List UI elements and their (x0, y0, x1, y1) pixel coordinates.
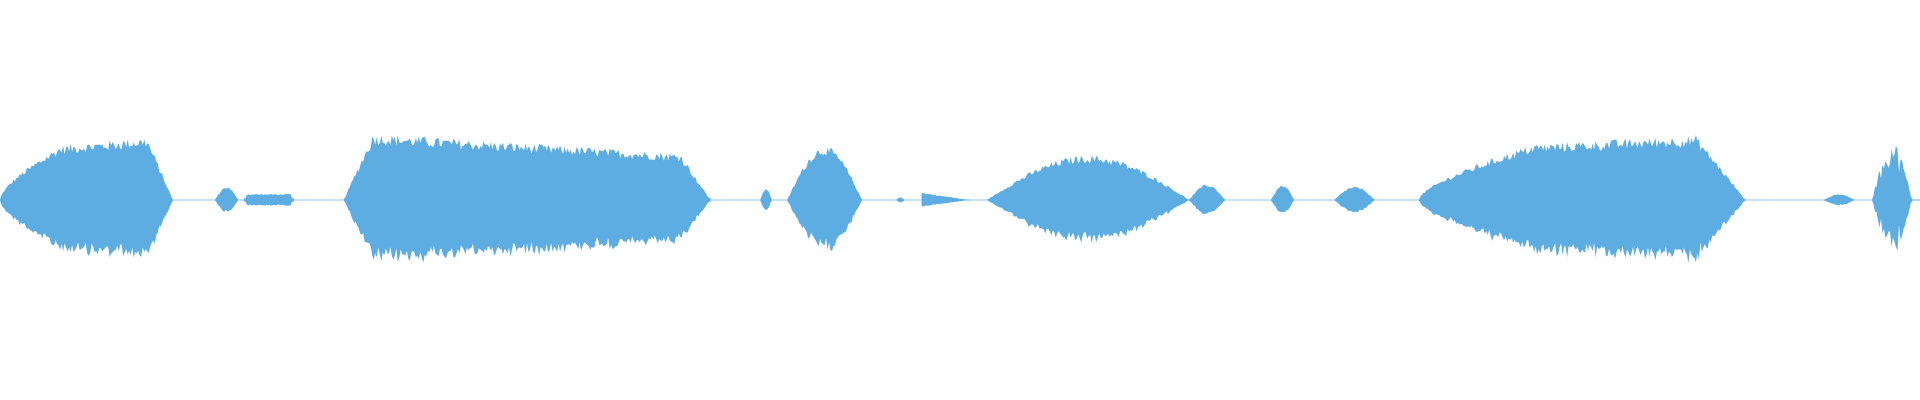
waveform-segment (1334, 187, 1375, 213)
waveform-segment (921, 193, 970, 207)
waveform-segment (343, 135, 711, 263)
waveform-segment (896, 197, 905, 203)
waveform-segment (243, 194, 294, 206)
waveform-segment (0, 139, 173, 258)
waveform-segment (1418, 135, 1746, 264)
waveform-segment (1271, 185, 1295, 213)
waveform-segment (215, 187, 239, 212)
waveform-segment (986, 155, 1225, 243)
waveform-segments (0, 135, 1920, 264)
waveform-segment (1872, 145, 1920, 251)
waveform-segment (760, 189, 772, 211)
waveform-segment (1824, 194, 1855, 206)
waveform-segment (787, 147, 863, 251)
